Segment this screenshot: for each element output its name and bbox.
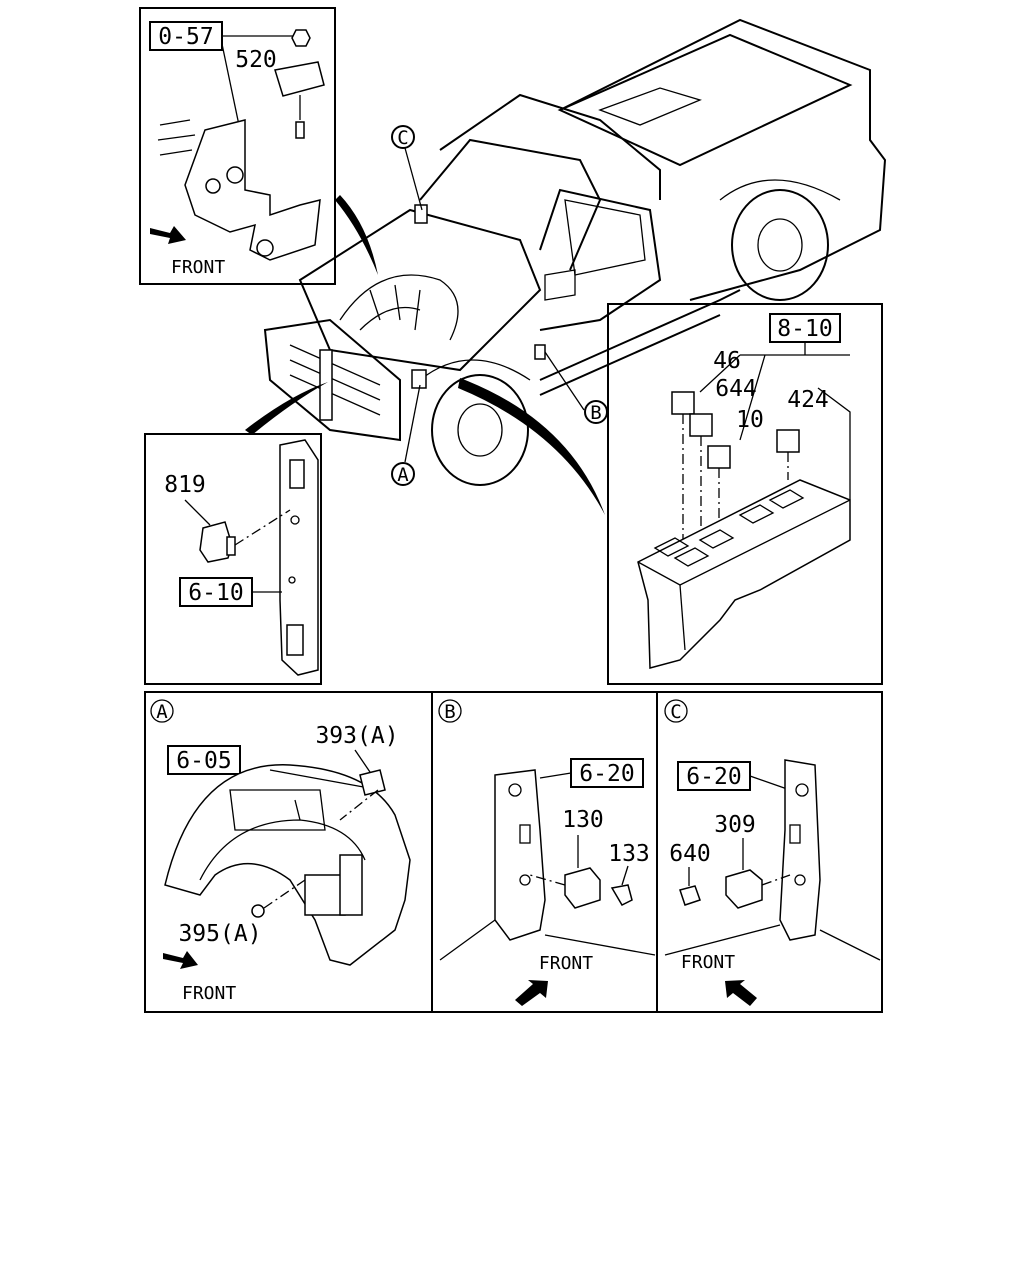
marker-a: A [156, 701, 168, 723]
ref-box-label: 0-57 [158, 24, 213, 50]
callout-395a: 395(A) [178, 921, 261, 947]
front-label: FRONT [681, 952, 735, 973]
detail-panel-frame [144, 691, 883, 1013]
callout-819: 819 [164, 472, 206, 498]
front-arrow-icon [150, 226, 186, 244]
front-arrow-icon [515, 980, 548, 1006]
callout-520: 520 [235, 47, 277, 73]
svg-text:C: C [397, 127, 408, 149]
ref-box-label: 6-20 [579, 761, 634, 787]
truck-illustration [263, 18, 887, 486]
inset-left: 819 6-10 [144, 433, 322, 685]
callout-644: 644 [715, 376, 757, 402]
callout-arc-right [458, 378, 605, 515]
ref-box-6-05 [167, 745, 241, 775]
ref-box-label: 8-10 [777, 316, 832, 342]
callout-393a: 393(A) [315, 723, 398, 749]
marker-c-main: C [391, 125, 415, 149]
callout-46: 46 [713, 348, 741, 374]
marker-b: B [444, 701, 455, 723]
marker-c: C [670, 701, 681, 723]
marker-b-main: B [584, 400, 608, 424]
ref-box-label: 6-20 [686, 764, 741, 790]
inset-right: 8-10 46 644 10 424 [607, 303, 883, 685]
detail-b: B 6-20 130 133 FRONT [438, 699, 656, 1006]
front-label: FRONT [182, 983, 236, 1004]
detail-c: C 6-20 309 640 FRONT [664, 699, 881, 1006]
callout-133: 133 [608, 841, 650, 867]
callout-309: 309 [714, 812, 756, 838]
callout-10: 10 [736, 407, 764, 433]
front-label: FRONT [171, 257, 225, 278]
svg-text:B: B [590, 402, 601, 424]
callout-424: 424 [787, 387, 829, 413]
ref-box-label: 6-10 [188, 580, 243, 606]
inset-top-left: 0-57 520 FRONT [139, 7, 336, 285]
front-label: FRONT [539, 953, 593, 974]
callout-arc-left [245, 382, 328, 435]
ref-box-label: 6-05 [176, 748, 231, 774]
detail-a: A 6-05 393(A) 395(A) FRONT [150, 699, 411, 1004]
callout-130: 130 [562, 807, 604, 833]
front-arrow-icon [163, 951, 198, 969]
front-arrow-icon [725, 980, 757, 1006]
marker-a-main: A [391, 462, 415, 486]
callout-arc-top [335, 195, 378, 275]
svg-text:A: A [397, 464, 409, 486]
callout-640: 640 [669, 841, 711, 867]
